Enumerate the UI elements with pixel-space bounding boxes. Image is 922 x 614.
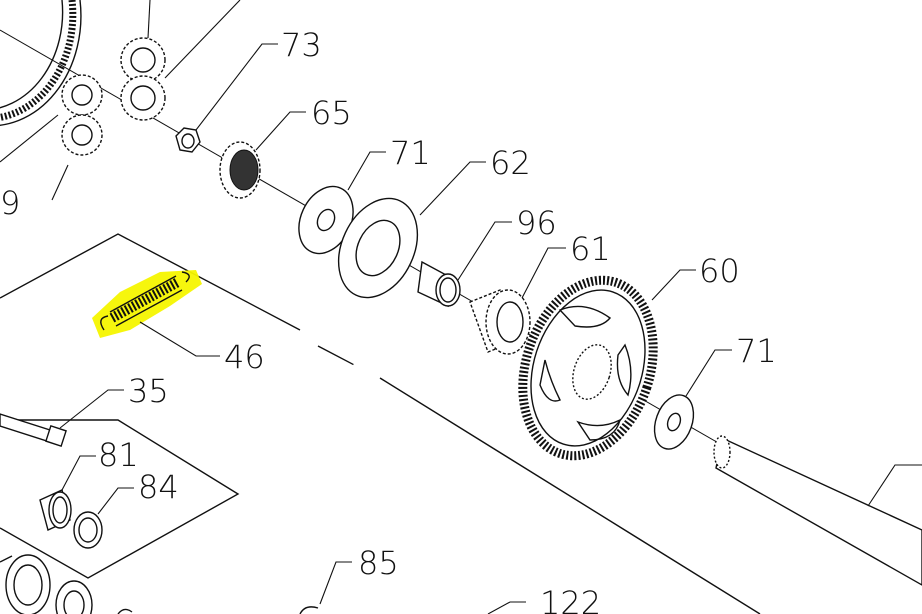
callout-84: 84 — [138, 468, 179, 506]
spring-panel — [0, 233, 761, 614]
washer-71-right — [653, 349, 732, 450]
spring-46 — [92, 270, 220, 357]
gear-60 — [518, 269, 696, 461]
bearing-81 — [39, 455, 96, 531]
callout-9: 9 — [0, 184, 20, 222]
bolt-35 — [0, 389, 124, 447]
callout-61: 61 — [570, 230, 611, 268]
washer-62 — [337, 161, 486, 299]
planet-gears — [51, 0, 241, 201]
part-85 — [299, 561, 352, 614]
callout-46: 46 — [224, 338, 265, 376]
callout-85: 85 — [358, 544, 399, 582]
callout-71-right: 71 — [736, 332, 777, 370]
bottom-bearings — [0, 554, 93, 614]
lower-panel — [0, 419, 240, 579]
callout-60: 60 — [699, 252, 740, 290]
callout-81: 81 — [98, 436, 139, 474]
shaft — [713, 435, 922, 586]
callout-122: 122 — [540, 584, 601, 614]
spacer-96 — [417, 221, 512, 308]
nut-73 — [175, 43, 278, 153]
part-122 — [117, 601, 526, 614]
gear-65 — [219, 111, 306, 199]
gear-61 — [469, 247, 566, 355]
callout-96: 96 — [516, 204, 557, 242]
callout-65: 65 — [311, 94, 352, 132]
callout-73: 73 — [281, 26, 322, 64]
callout-62: 62 — [490, 144, 531, 182]
callout-71-left: 71 — [390, 134, 431, 172]
callout-35: 35 — [128, 372, 169, 410]
seal-84 — [73, 487, 134, 549]
ring-gear-part — [0, 0, 82, 163]
